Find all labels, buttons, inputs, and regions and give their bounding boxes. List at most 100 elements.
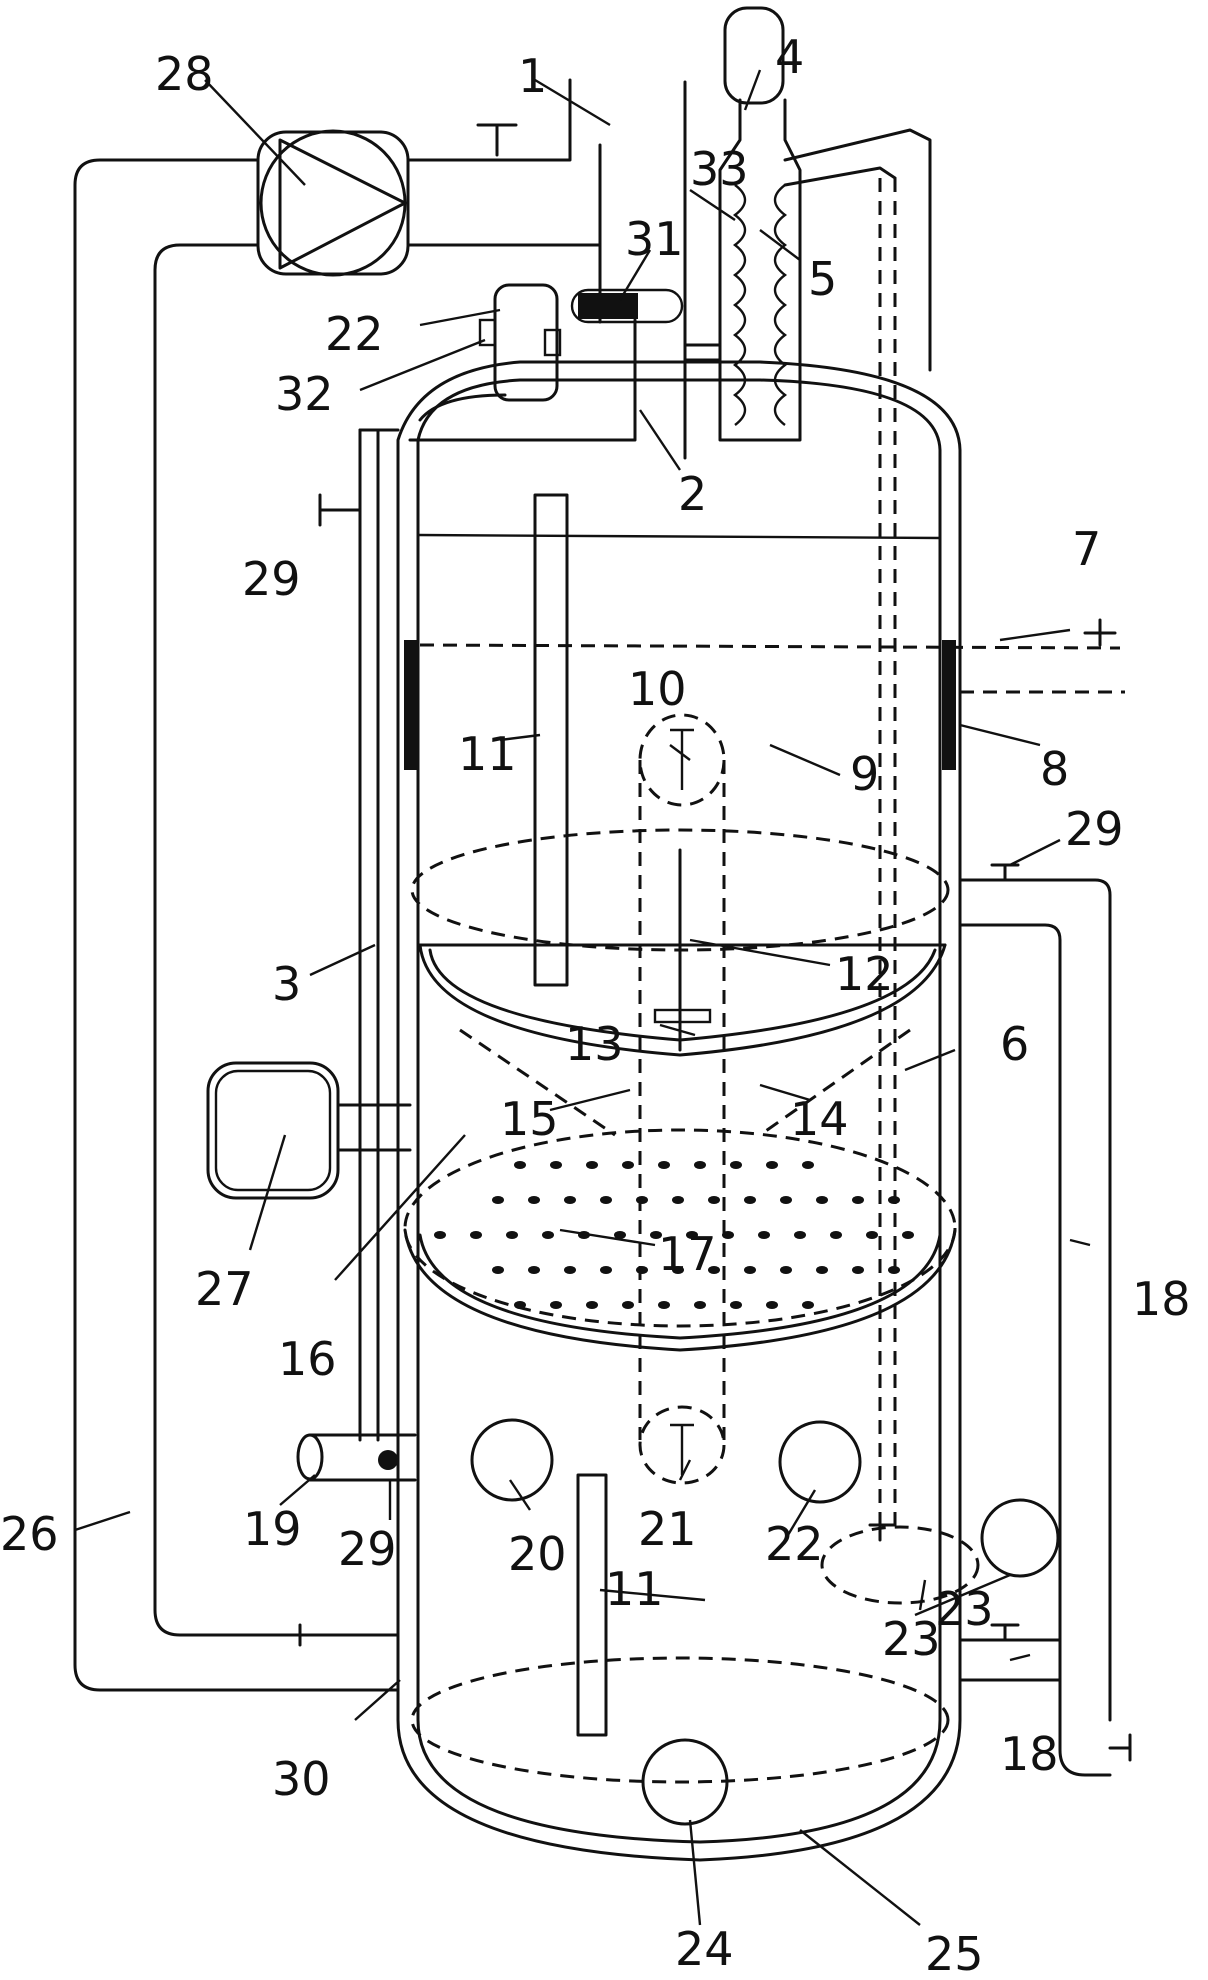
plate-hole [708, 1266, 720, 1274]
plate-hole [622, 1161, 634, 1169]
plate-hole [694, 1161, 706, 1169]
plate-hole [866, 1231, 878, 1239]
plate-hole [514, 1301, 526, 1309]
label-5: 5 [808, 252, 837, 306]
plate-hole [766, 1301, 778, 1309]
label-14: 14 [790, 1092, 849, 1146]
plate-hole [816, 1266, 828, 1274]
label-31: 31 [625, 212, 684, 266]
plate-hole [650, 1231, 662, 1239]
plate-hole [802, 1161, 814, 1169]
label-30: 30 [272, 1752, 331, 1806]
label-4: 4 [775, 30, 804, 84]
plate-hole [586, 1301, 598, 1309]
plate-hole [852, 1196, 864, 1204]
plate-hole [514, 1161, 526, 1169]
sight-glass-right [942, 640, 956, 770]
plate-hole [744, 1196, 756, 1204]
label-20: 20 [508, 1527, 567, 1581]
pump [256, 129, 410, 277]
label-2: 2 [678, 467, 707, 521]
label-11-bottom: 11 [605, 1562, 664, 1616]
plate-hole [758, 1231, 770, 1239]
label-33: 33 [690, 142, 749, 196]
plate-hole [434, 1231, 446, 1239]
plate-hole [672, 1196, 684, 1204]
plate-hole [694, 1301, 706, 1309]
label-22-bottom: 22 [765, 1517, 824, 1571]
plate-hole [744, 1266, 756, 1274]
label-32: 32 [275, 367, 334, 421]
port-20 [470, 1418, 554, 1502]
label-21: 21 [638, 1502, 697, 1556]
plate-hole [686, 1231, 698, 1239]
central-tube [638, 713, 726, 1485]
plate-hole [780, 1196, 792, 1204]
plate-hole [766, 1161, 778, 1169]
plate-hole [802, 1301, 814, 1309]
plate-hole [780, 1266, 792, 1274]
label-17: 17 [658, 1227, 717, 1281]
plate-hole [550, 1301, 562, 1309]
label-8: 8 [1040, 742, 1069, 796]
gauge [206, 1061, 340, 1200]
label-27: 27 [195, 1262, 254, 1316]
label-7: 7 [1072, 522, 1101, 576]
label-16: 16 [278, 1332, 337, 1386]
label-24: 24 [675, 1922, 734, 1976]
label-23-left: 23 [882, 1612, 941, 1666]
plate-hole [586, 1161, 598, 1169]
plate-hole [708, 1196, 720, 1204]
label-6: 6 [1000, 1017, 1029, 1071]
port-22 [778, 1420, 862, 1504]
plate-hole [550, 1161, 562, 1169]
labels: 28 1 4 33 5 31 22 32 2 29 7 10 11 9 8 29… [0, 30, 1191, 1980]
upper-basin [410, 828, 950, 1137]
label-10: 10 [628, 662, 687, 716]
plate-hole [658, 1301, 670, 1309]
plate-hole [528, 1266, 540, 1274]
plate-hole [542, 1231, 554, 1239]
plate-hole [636, 1266, 648, 1274]
label-18-bottom: 18 [1000, 1727, 1059, 1781]
plate-hole [564, 1196, 576, 1204]
bottom-plate [410, 1656, 950, 1784]
label-29-left: 29 [242, 552, 301, 606]
plate-hole [600, 1196, 612, 1204]
baffle-upper [533, 493, 569, 987]
plate-hole [506, 1231, 518, 1239]
label-29-bottom: 29 [338, 1522, 397, 1576]
top-assembly [683, 6, 932, 460]
plate-hole [470, 1231, 482, 1239]
label-18-right: 18 [1132, 1272, 1191, 1326]
label-3: 3 [272, 957, 301, 1011]
label-26: 26 [0, 1507, 59, 1561]
label-11-top: 11 [458, 727, 517, 781]
plate-hole [564, 1266, 576, 1274]
plate-hole [600, 1266, 612, 1274]
label-12: 12 [835, 947, 894, 1001]
plate-hole [636, 1196, 648, 1204]
label-22-top: 22 [325, 307, 384, 361]
label-23-right: 23 [935, 1582, 994, 1636]
perforated-plate [403, 1128, 957, 1352]
vessel [396, 360, 962, 1862]
plate-hole [492, 1266, 504, 1274]
leader-lines [74, 69, 1091, 1926]
label-1: 1 [518, 49, 547, 103]
plate-hole [830, 1231, 842, 1239]
sight-glass-left [404, 640, 418, 770]
plate-hole [658, 1161, 670, 1169]
label-15: 15 [500, 1092, 559, 1146]
plate-hole [730, 1301, 742, 1309]
plate-hole [622, 1301, 634, 1309]
plate-hole [816, 1196, 828, 1204]
plate-hole [492, 1196, 504, 1204]
plate-hole [902, 1231, 914, 1239]
plate-hole [852, 1266, 864, 1274]
plate-hole [794, 1231, 806, 1239]
label-19: 19 [243, 1502, 302, 1556]
plate-hole [730, 1161, 742, 1169]
